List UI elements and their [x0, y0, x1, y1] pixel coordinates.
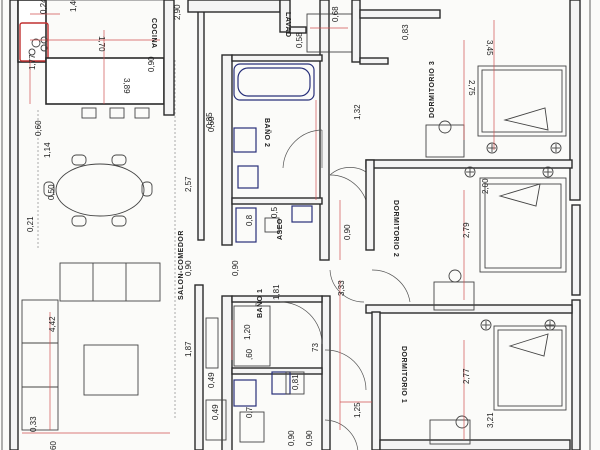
bed-dormitorio-1	[339, 280, 567, 445]
laundry-area	[279, 0, 361, 63]
bathroom-2	[233, 63, 317, 243]
bathroom-1	[205, 305, 305, 443]
dim-label: 0,49	[207, 372, 216, 388]
label-lavadero: LAVAD	[284, 12, 291, 38]
dim-label: 0,8	[245, 214, 254, 226]
cooktop	[19, 22, 49, 62]
bed-dormitorio-3	[425, 20, 567, 158]
dim-label: 0,24	[39, 0, 48, 14]
dim-label: 3,89	[122, 78, 131, 94]
dim-label: 1,20	[243, 324, 252, 340]
dim-label: 1,87	[184, 341, 193, 357]
label-salon: SALON-COMEDOR	[178, 230, 185, 300]
dim-label: 60	[49, 441, 58, 450]
dim-label: 0,58	[295, 32, 304, 48]
dim-label: 0,83	[401, 24, 410, 40]
dim-label: 1,81	[272, 284, 281, 300]
dim-label: 0,90	[147, 56, 156, 72]
dimension-labels: 1,40 0,24 1,70 1,77 3,89 0,60 1,14 0,21 …	[26, 0, 495, 450]
dim-label: 2,75	[467, 80, 476, 96]
dim-label: 2,00	[481, 178, 490, 194]
label-aseo: ASEO	[277, 218, 284, 240]
shower	[233, 305, 271, 367]
dim-label: 4,42	[48, 316, 57, 332]
kitchen-area	[17, 0, 175, 119]
dim-label: 1,70	[97, 36, 106, 52]
dim-label: 0,60	[34, 120, 43, 136]
label-bano-2: BAÑO 2	[263, 118, 272, 147]
dim-label: 0,90	[184, 260, 193, 276]
dim-label: ,60	[245, 348, 254, 360]
label-bano-1: BAÑO 1	[255, 289, 264, 318]
dim-label: 73	[311, 343, 320, 352]
dim-label: 3,45	[485, 40, 494, 56]
dim-label: 1,77	[28, 54, 37, 70]
dim-label: 1,14	[43, 142, 52, 158]
bathtub	[233, 63, 315, 101]
dim-label: 0,7	[245, 406, 254, 418]
dim-label: 0,68	[331, 6, 340, 22]
dim-label: 1,25	[353, 402, 362, 418]
label-dormitorio-3: DORMITORIO 3	[429, 61, 436, 118]
dim-label: 0,60	[207, 116, 216, 132]
dim-label: 2,79	[462, 222, 471, 238]
dim-label: 3,21	[486, 412, 495, 428]
sink	[233, 127, 257, 153]
dining-table	[43, 154, 153, 227]
bed-dormitorio-2	[339, 166, 567, 311]
label-dormitorio-1: DORMITORIO 1	[400, 346, 407, 403]
dim-label: 2,77	[462, 368, 471, 384]
label-dormitorio-2: DORMITORIO 2	[392, 200, 399, 257]
label-cocina: COCINA	[150, 18, 157, 49]
dim-label: 0,49	[211, 404, 220, 420]
dim-label: 1,40	[69, 0, 78, 12]
sofa	[21, 60, 176, 434]
dim-label: 0,90	[231, 260, 240, 276]
dim-label: 0,90	[287, 430, 296, 446]
dim-label: 0,85	[205, 112, 214, 128]
room-labels: COCINA LAVAD DORMITORIO 3 BAÑO 2 SALON-C…	[150, 12, 436, 403]
dim-label: 2,57	[184, 176, 193, 192]
dim-label: 0,50	[47, 184, 56, 200]
dim-label: 0,81	[291, 374, 300, 390]
dim-label: 3,33	[337, 280, 346, 296]
toilet	[237, 165, 259, 189]
dim-label: 0,21	[26, 216, 35, 232]
dim-label: 0,5	[270, 206, 279, 218]
dim-label: 2,90	[173, 4, 182, 20]
bedroom-walls	[359, 9, 573, 450]
dim-label: 1,32	[353, 104, 362, 120]
dim-label: 0,90	[343, 224, 352, 240]
dim-label: 0,33	[29, 416, 38, 432]
dim-label: 0,90	[305, 430, 314, 446]
